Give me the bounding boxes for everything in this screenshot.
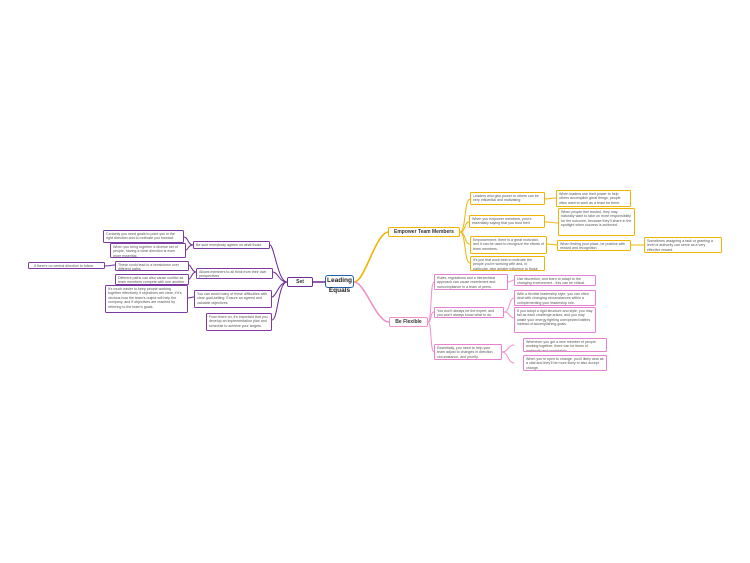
topic-motivate-people[interactable]: It's just that work best to motivate the…	[470, 256, 545, 271]
branch-empower-team-members[interactable]: Empower Team Members	[388, 227, 460, 237]
topic-clear-goal-setting[interactable]: You can avoid many of these difficulties…	[194, 290, 272, 308]
topic-rules-resentment[interactable]: Rules, regulations and a hierarchical ap…	[434, 274, 508, 290]
topic-own-perspectives[interactable]: Allows members to all think from their o…	[196, 268, 273, 279]
topic-empowerment-motivator[interactable]: Empowerment: there is a great motivator,…	[470, 236, 547, 254]
branch-set-goals[interactable]: Set Goals	[287, 277, 313, 287]
branch-be-flexible[interactable]: Be Flexible	[389, 317, 428, 327]
topic-implementation-plan[interactable]: From there on, it's important that you d…	[206, 313, 272, 331]
topic-goals-direction[interactable]: Certainly you need goals to point you in…	[103, 230, 184, 243]
topic-keep-working-together[interactable]: It's much easier to keep people working …	[105, 285, 188, 313]
topic-use-discretion[interactable]: Use discretion, and learn to adapt to th…	[514, 275, 596, 286]
topic-diverse-people[interactable]: When you bring together a diverse set of…	[110, 243, 186, 258]
topic-trust-process[interactable]: When you empower members, you're essenti…	[469, 215, 545, 228]
topic-new-members-ambiguity[interactable]: Whenever you get a new member of people …	[523, 338, 607, 352]
topic-rigid-structure[interactable]: If you adopt a rigid structure and style…	[514, 307, 596, 333]
topic-no-central-direction[interactable]: ...if there's no central direction to fo…	[28, 262, 105, 269]
topic-flexible-style[interactable]: With a flexible leadership style, you ca…	[514, 290, 596, 306]
topic-paths-conflict[interactable]: Different paths can also cause conflict …	[115, 274, 189, 285]
topic-feel-trusted[interactable]: When people feel trusted, they may natur…	[558, 208, 635, 236]
topic-effective-reward[interactable]: Sometimes assigning a task or granting a…	[644, 237, 722, 253]
link-root-empower	[353, 231, 389, 283]
topic-leaders-give-power[interactable]: Leaders who give power to others can be …	[470, 192, 545, 205]
topic-leaders-use-power[interactable]: When leaders use their power to help oth…	[556, 190, 631, 207]
topic-breakdown-paths[interactable]: These could lead to a breakdown over dif…	[115, 261, 189, 271]
link-root-flexible	[353, 281, 390, 323]
topic-open-to-change[interactable]: When you're open to change, you'll likel…	[523, 355, 607, 371]
topic-help-team-adjust[interactable]: Essentially, you need to help your team …	[434, 344, 502, 360]
topic-not-always-expert[interactable]: You won't always be the expert, and you …	[434, 307, 504, 318]
topic-agree-goals[interactable]: Be sure everybody agrees on what those g…	[193, 241, 270, 249]
root-topic[interactable]: Leading Equals	[325, 275, 354, 294]
topic-reward-recognition[interactable]: When finding your place, be positive wit…	[557, 240, 631, 251]
